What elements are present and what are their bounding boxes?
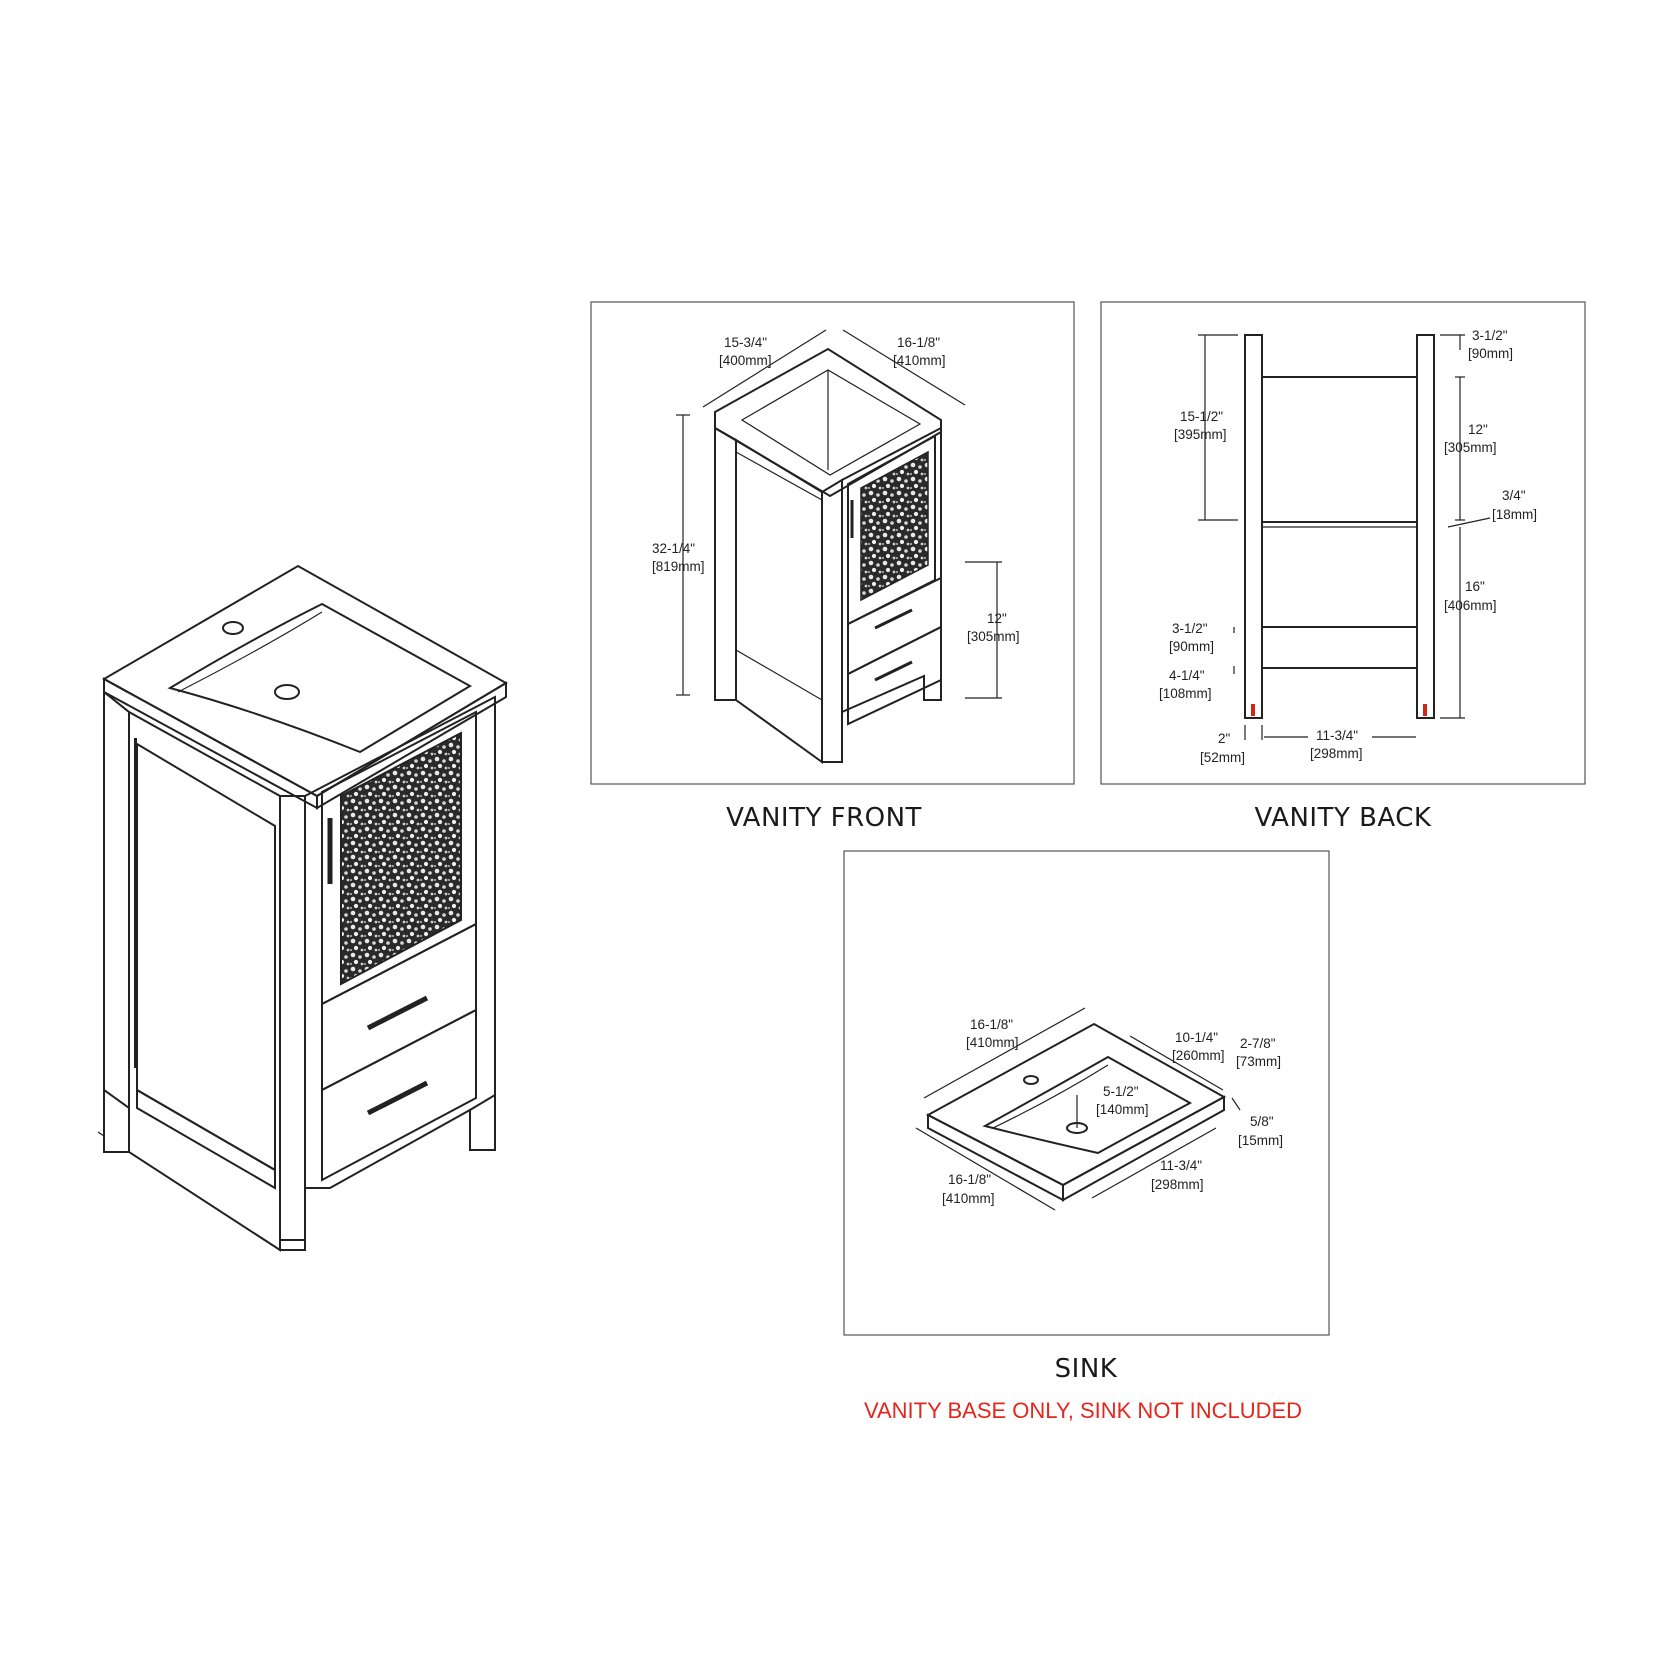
front-height-in: 32-1/4" (652, 541, 695, 556)
sink-top-depth-mm: [410mm] (966, 1035, 1019, 1050)
sink-panel: 16-1/8" [410mm] 10-1/4" [260mm] 2-7/8" [… (843, 850, 1330, 1384)
back-leg-height-in: 4-1/4" (1169, 668, 1205, 683)
back-shelf-in: 3/4" (1502, 488, 1526, 503)
sink-slab-thickness-in: 5/8" (1250, 1114, 1274, 1129)
sink-drain-offset-mm: [140mm] (1096, 1102, 1149, 1117)
back-lower-opening-mm: [406mm] (1444, 598, 1497, 613)
vanity-back-drawing (1244, 334, 1435, 719)
back-inner-width-in: 11-3/4" (1316, 728, 1358, 743)
back-bottom-rail-in: 3-1/2" (1172, 621, 1208, 636)
sink-slab-thickness-mm: [15mm] (1238, 1133, 1283, 1148)
sink-bowl-width-mm: [298mm] (1151, 1177, 1204, 1192)
sink-front-width-in: 16-1/8" (948, 1172, 991, 1187)
vanity-back-caption: VANITY BACK (1255, 803, 1432, 833)
vanity-back-panel: 15-1/2" [395mm] 3-1/2" [90mm] 4-1/4" [10… (1100, 301, 1586, 833)
back-leg-height-mm: [108mm] (1159, 686, 1212, 701)
back-upper-gap-mm: [305mm] (1444, 440, 1497, 455)
back-leg-width-mm: [52mm] (1200, 750, 1245, 765)
sink-bowl-depth-in: 2-7/8" (1240, 1036, 1276, 1051)
back-lower-opening-in: 16" (1465, 579, 1485, 594)
back-upper-opening-mm: [395mm] (1174, 427, 1227, 442)
sink-drawing (925, 1022, 1227, 1202)
vanity-isometric-illustration (97, 564, 508, 1252)
front-height-mm: [819mm] (652, 559, 705, 574)
back-bottom-rail-mm: [90mm] (1169, 639, 1214, 654)
vanity-front-caption: VANITY FRONT (726, 803, 922, 833)
sink-bowl-length-mm: [260mm] (1172, 1048, 1225, 1063)
sink-caption: SINK (1055, 1354, 1118, 1384)
back-leg-width-in: 2" (1218, 731, 1231, 746)
front-width-mm: [400mm] (719, 353, 772, 368)
sink-drain-offset-in: 5-1/2" (1103, 1084, 1139, 1099)
back-top-rail-in: 3-1/2" (1472, 328, 1508, 343)
front-depth-mm: [410mm] (893, 353, 946, 368)
vanity-front-panel: 15-3/4" [400mm] 16-1/8" [410mm] 32-1/4" … (590, 301, 1075, 833)
back-top-rail-mm: [90mm] (1468, 346, 1513, 361)
sink-front-width-mm: [410mm] (942, 1191, 995, 1206)
sink-bowl-width-in: 11-3/4" (1160, 1158, 1202, 1173)
front-width-in: 15-3/4" (724, 335, 767, 350)
front-drawer-in: 12" (987, 611, 1007, 626)
front-depth-in: 16-1/8" (897, 335, 940, 350)
back-upper-opening-in: 15-1/2" (1180, 409, 1223, 424)
vanity-front-drawing (714, 347, 942, 764)
sink-bowl-length-in: 10-1/4" (1175, 1030, 1218, 1045)
back-shelf-mm: [18mm] (1492, 507, 1537, 522)
sink-bowl-depth-mm: [73mm] (1236, 1054, 1281, 1069)
not-included-note: VANITY BASE ONLY, SINK NOT INCLUDED (864, 1398, 1302, 1423)
back-upper-gap-in: 12" (1468, 422, 1488, 437)
sink-top-depth-in: 16-1/8" (970, 1017, 1013, 1032)
back-inner-width-mm: [298mm] (1310, 746, 1363, 761)
front-drawer-mm: [305mm] (967, 629, 1020, 644)
